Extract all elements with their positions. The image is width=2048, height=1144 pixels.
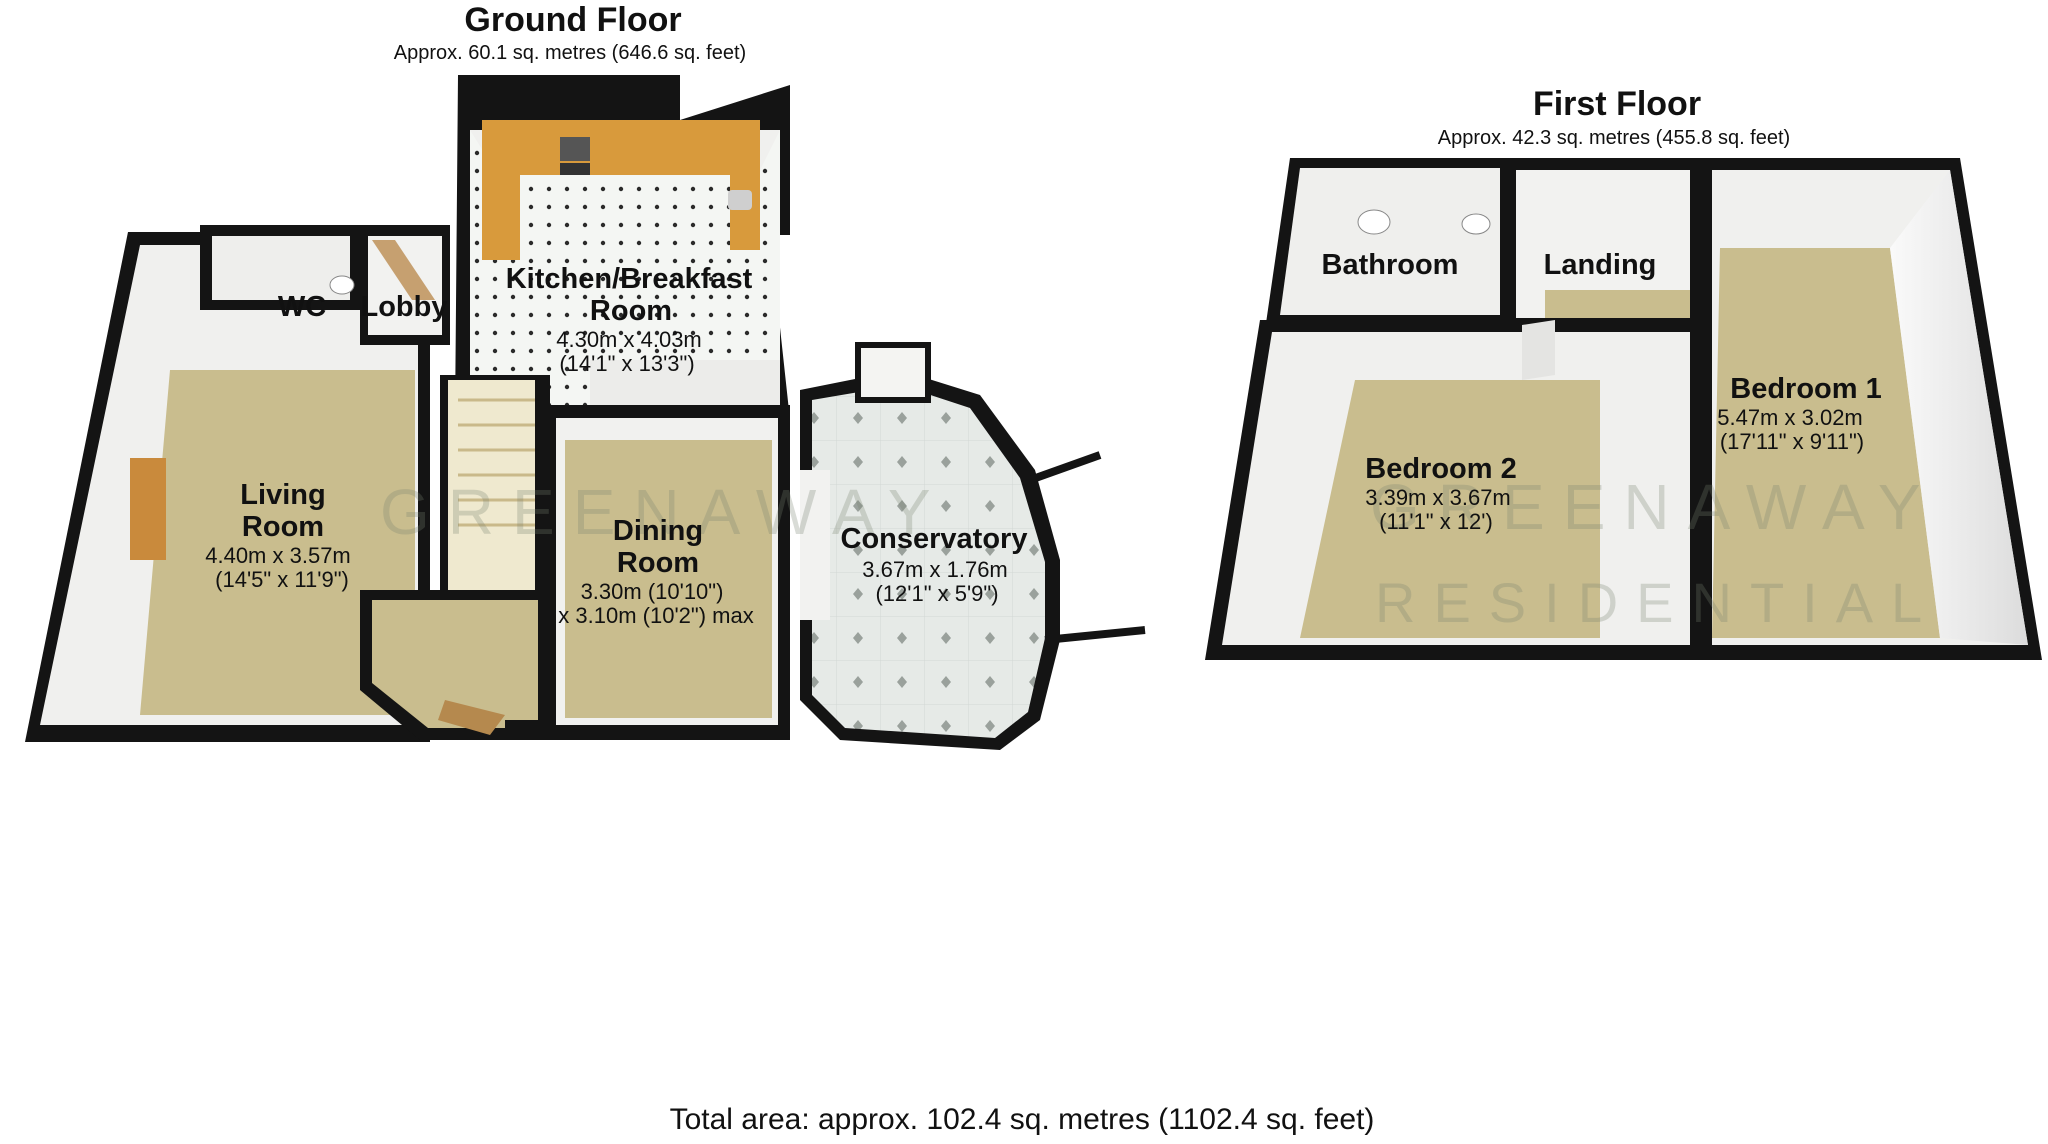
first-floor-area: Approx. 42.3 sq. metres (455.8 sq. feet) (1437, 127, 1791, 149)
conservatory-door-icon (855, 342, 931, 403)
bedroom-2-area (1205, 320, 1700, 660)
living-room-area (25, 232, 430, 742)
total-area: Total area: approx. 102.4 sq. metres (11… (669, 1103, 1375, 1136)
hallway-area (360, 590, 550, 740)
hob-icon (560, 137, 590, 161)
bedroom-2-dimensions-metric: 3.39m x 3.67m (1365, 485, 1511, 510)
worktop (482, 120, 760, 260)
wc-name: WC (277, 291, 327, 323)
first-floor-title: First Floor (1532, 85, 1702, 123)
conservatory-name: Conservatory (840, 523, 1028, 555)
watermark-residential: RESIDENTIAL (1375, 571, 1941, 634)
watermark-greenaway-first-floor: GREENAWAY (1370, 471, 1939, 543)
lobby-name: Lobby (360, 291, 448, 323)
dining-room-dimensions-line-1: 3.30m (10'10") (580, 579, 724, 604)
bedroom-1-dimensions-imperial: (17'11" x 9'11") (1719, 429, 1865, 454)
basin-icon (1461, 213, 1491, 235)
dining-room-name-line-1: Dining (612, 515, 704, 547)
dining-room-area (505, 405, 790, 740)
bedroom-2-dimensions-imperial: (11'1" x 12') (1379, 509, 1493, 534)
bedroom-2-door-icon (1522, 320, 1555, 380)
bedroom-1-dimensions-metric: 5.47m x 3.02m (1717, 405, 1863, 430)
living-room-dimensions-metric: 4.40m x 3.57m (205, 543, 351, 568)
kitchen-sink-icon (728, 190, 752, 210)
kitchen-area (455, 75, 790, 420)
ground-floor-title: Ground Floor (464, 1, 682, 39)
bedroom-2-name: Bedroom 2 (1365, 453, 1517, 485)
bathroom-name: Bathroom (1321, 249, 1459, 281)
landing-name: Landing (1543, 249, 1657, 281)
staircase (440, 375, 550, 600)
kitchen-name-line-1: Kitchen/Breakfast (505, 263, 753, 295)
bathroom-area (1265, 158, 1510, 330)
dining-room-dimensions-line-2: x 3.10m (10'2") max (558, 603, 754, 628)
kitchen-name-line-2: Room (589, 295, 673, 327)
conservatory-area (800, 342, 1146, 750)
landing-area (1508, 158, 1700, 330)
bedroom-1-area (1700, 158, 2042, 660)
living-room-name-line-1: Living (240, 479, 326, 511)
watermark-greenaway: GREENAWAY (380, 476, 949, 548)
conservatory-dimensions-imperial: (12'1" x 5'9") (875, 581, 999, 606)
oven-icon (560, 163, 590, 175)
bedroom-1-name: Bedroom 1 (1730, 373, 1882, 405)
wc-sink-icon (329, 275, 355, 295)
toilet-icon (1357, 209, 1391, 235)
living-room-dimensions-imperial: (14'5" x 11'9") (215, 567, 349, 592)
living-room-name-line-2: Room (241, 511, 325, 543)
conservatory-dimensions-metric: 3.67m x 1.76m (862, 557, 1008, 582)
ground-floor-area: Approx. 60.1 sq. metres (646.6 sq. feet) (393, 42, 747, 64)
lobby-area (360, 225, 450, 345)
fireplace-icon (130, 458, 166, 560)
dining-room-name-line-2: Room (616, 547, 700, 579)
front-door-icon (438, 700, 505, 735)
wc-area (200, 225, 360, 310)
kitchen-dimensions-imperial: (14'1" x 13'3") (559, 351, 695, 376)
door-icon (372, 240, 435, 300)
kitchen-dimensions-metric: 4.30m x 4.03m (556, 327, 702, 352)
